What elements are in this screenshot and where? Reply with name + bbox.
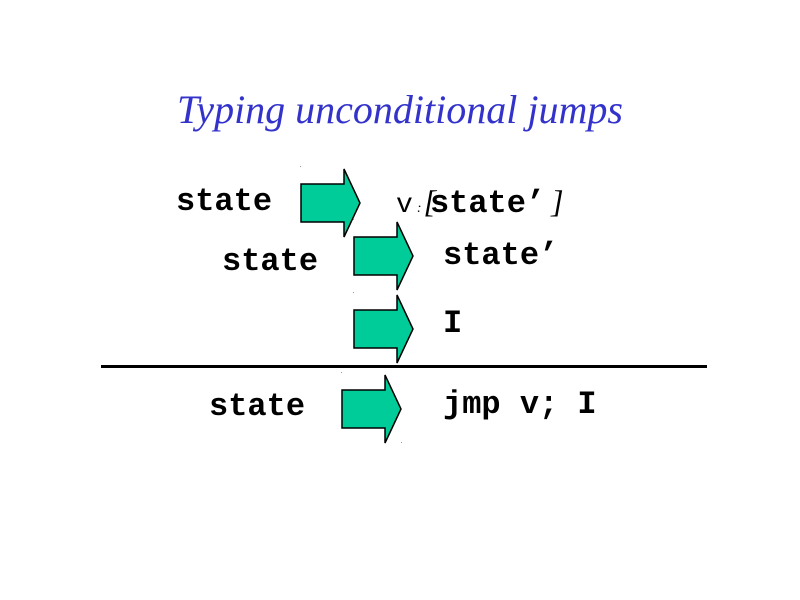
conclusion-arrow-icon <box>341 374 403 444</box>
premise-1-open-bracket: [ <box>423 183 436 219</box>
premise-1-judgment: v:[state’] <box>396 183 564 221</box>
premise-1-arrow-icon <box>300 168 362 238</box>
conclusion-judgment: jmp v; I <box>443 386 597 423</box>
slide-title: Typing unconditional jumps <box>177 87 623 132</box>
premise-1-colon: : <box>416 201 422 216</box>
premise-2-arrow-tick <box>353 219 354 220</box>
premise-3-judgment: I <box>443 305 463 342</box>
conclusion-arrow-tick <box>341 372 342 373</box>
premise-1-arrow-tick <box>300 166 301 167</box>
premise-1-value-name: v <box>396 190 413 221</box>
conclusion-arrow-tick-end <box>401 442 402 443</box>
premise-3-arrow-icon <box>353 294 415 364</box>
premise-1-close-bracket: ] <box>551 183 564 219</box>
premise-1-type: state’ <box>429 185 546 222</box>
premise-2-judgment: state’ <box>443 237 559 274</box>
inference-rule-line <box>101 365 707 368</box>
premise-2-context: state <box>222 243 319 280</box>
premise-1-context: state <box>176 183 273 220</box>
premise-3-arrow-tick <box>353 292 354 293</box>
conclusion-context: state <box>209 388 306 425</box>
premise-2-arrow-icon <box>353 221 415 291</box>
